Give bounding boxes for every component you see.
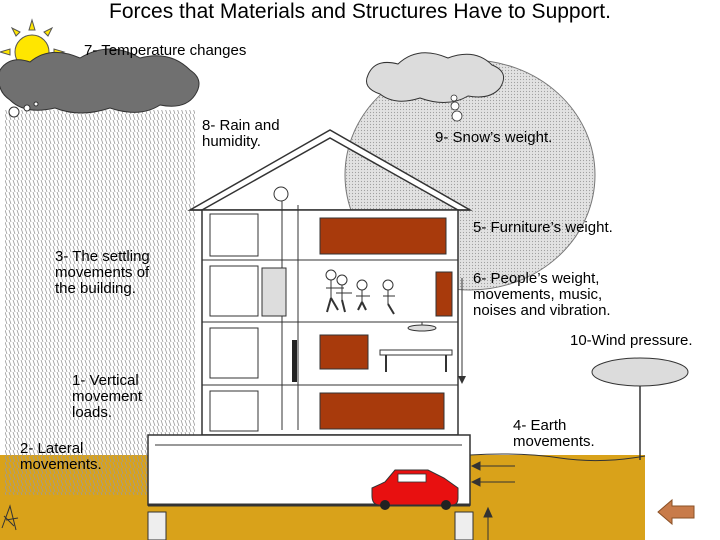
snow-label: 9- Snow’s weight.: [435, 129, 553, 146]
vertical-load-arrow: [458, 278, 466, 384]
back-arrow-icon[interactable]: [657, 498, 695, 526]
wind-sign: [591, 357, 689, 460]
furniture-cabinet-top: [319, 217, 447, 255]
rain-cloud-icon: [0, 48, 200, 118]
car-icon: [371, 469, 459, 510]
rain-area: [5, 110, 195, 495]
people-label: 6- People’s weight, movements, music, no…: [473, 270, 611, 319]
earth-label: 4- Earth movements.: [513, 417, 595, 450]
earth-movement-arrows: [470, 461, 515, 540]
rain-label: 8- Rain and humidity.: [202, 117, 280, 150]
furniture-label: 5- Furniture’s weight.: [473, 219, 613, 236]
diagram-title: Forces that Materials and Structures Hav…: [109, 0, 611, 23]
ground-surface-line: [469, 453, 646, 462]
furniture-sofa: [319, 334, 369, 370]
author-logo: [1, 504, 19, 531]
table: [379, 349, 453, 372]
snow-cloud-icon: [366, 52, 505, 122]
people-group: [325, 269, 395, 315]
wind-label: 10-Wind pressure.: [570, 332, 693, 349]
furniture-bookcase: [435, 271, 453, 317]
settling-label: 3- The settling movements of the buildin…: [55, 248, 150, 297]
temperature-label: 7- Temperature changes: [84, 42, 247, 59]
furniture-bed: [319, 392, 445, 430]
vertical-label: 1- Vertical movement loads.: [72, 372, 143, 421]
ceiling-lamp: [407, 322, 437, 332]
lateral-label: 2- Lateral movements.: [20, 440, 102, 473]
